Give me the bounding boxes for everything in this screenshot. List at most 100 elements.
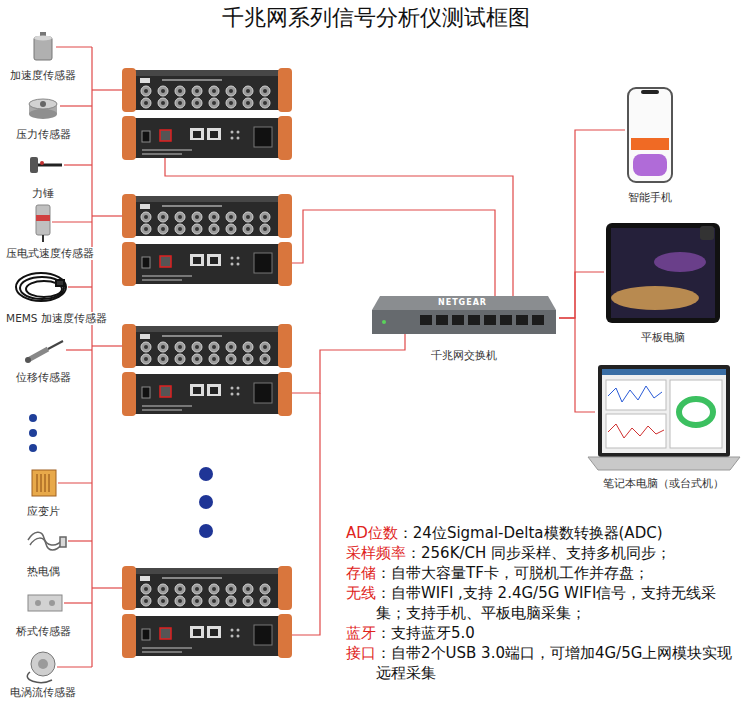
sensor-box: 加速度传感器: [7, 30, 79, 82]
sensor-bus: [64, 164, 92, 165]
spec-value: ：24位Sigmal-Delta模数转换器(ADC): [398, 523, 746, 543]
sensor-bus: [92, 89, 122, 90]
strain-gauge-icon: [37, 474, 38, 492]
spec-key: 采样频率: [346, 543, 406, 563]
velocity-sensor-icon: [42, 235, 44, 242]
analyzer-units: [122, 372, 292, 416]
sensor-bus: [68, 540, 92, 541]
mems-sensor-icon: [56, 280, 64, 286]
tablet-icon: [654, 252, 706, 272]
switch-icon: [484, 315, 496, 325]
analyzer-units: [122, 68, 292, 112]
sensor-box: 压电式速度传感器: [3, 204, 97, 260]
switch-icon: [452, 315, 464, 325]
sensor-bus: [58, 482, 92, 483]
spec-row: 采样频率：256K/CH 同步采样、支持多机同步；: [346, 543, 746, 563]
spec-row: 无线：自带WIFI ,支持 2.4G/5G WIFI信号，支持无线采集；支持手机…: [346, 583, 746, 623]
mems-sensor-icon: [20, 277, 64, 299]
ellipsis-dots: [29, 429, 37, 437]
sensor-box: 桥式传感器: [13, 590, 74, 638]
spec-row: 蓝牙：支持蓝牙5.0: [346, 623, 746, 643]
brand-label: NETGEAR: [438, 298, 487, 308]
sensor-bus: [68, 286, 92, 287]
velocity-sensor-icon: [36, 205, 50, 235]
phone-icon: [641, 90, 659, 94]
pressure-sensor-icon: [29, 109, 57, 119]
bridge-sensor-icon: [49, 600, 55, 606]
spec-key: 蓝牙: [346, 623, 376, 643]
displacement-sensor-icon: [25, 357, 31, 363]
analyzer-units: [122, 194, 292, 238]
sensor-bus: [56, 46, 92, 47]
force-hammer-icon: [30, 157, 62, 173]
laptop-icon: [608, 424, 664, 438]
laptop-icon: [588, 365, 740, 470]
sensor-bus: [92, 215, 122, 216]
laptop-icon: [608, 386, 662, 402]
analyzer-units: [122, 324, 292, 368]
displacement-sensor-icon: [48, 341, 63, 349]
node-label: 压力传感器: [15, 128, 72, 141]
thermocouple-icon: [30, 538, 62, 550]
laptop-icon: [670, 380, 722, 448]
phone-icon: [628, 88, 672, 182]
switch-icon: [500, 315, 512, 325]
analyzer-units: [122, 116, 292, 160]
eddy-sensor-icon: [38, 659, 48, 669]
spec-value: ：支持蓝牙5.0: [376, 623, 746, 643]
spec-value: ：自带2个USB 3.0端口，可增加4G/5G上网模块实现远程采集: [376, 643, 746, 683]
device-box: 平板电脑: [604, 220, 722, 344]
switch-icon: [532, 315, 544, 325]
tablet-icon: [611, 228, 715, 318]
phone-icon: [633, 154, 667, 176]
velocity-sensor-icon: [36, 205, 50, 242]
spec-key: 存储: [346, 563, 376, 583]
strain-gauge-icon: [41, 474, 42, 492]
switch-icon: [382, 320, 386, 324]
sensor-bus: [57, 666, 92, 667]
connector-line: [559, 318, 595, 412]
pressure-sensor-icon: [29, 99, 57, 119]
bridge-sensor-icon: [28, 595, 62, 611]
laptop-icon: [606, 414, 666, 448]
velocity-sensor-icon: [36, 215, 50, 221]
tablet-icon: [606, 223, 720, 323]
node-label: 平板电脑: [640, 331, 686, 344]
sensor-bus: [91, 47, 92, 667]
network-wires: [292, 334, 405, 393]
mems-sensor-icon: [16, 273, 66, 301]
spec-key: 无线: [346, 583, 376, 623]
switch-icon: [436, 315, 448, 325]
spec-value: ：256K/CH 同步采样、支持多机同步；: [406, 543, 746, 563]
eddy-sensor-icon: [27, 652, 55, 682]
sensor-bus: [92, 345, 122, 346]
switch-icon: [420, 315, 432, 325]
bridge-sensor-icon: [35, 600, 41, 606]
laptop-icon: [679, 399, 713, 425]
sensor-box: 压力传感器: [13, 92, 74, 141]
laptop-icon: [606, 380, 666, 410]
tablet-icon: [606, 223, 720, 323]
laptop-icon: [602, 369, 726, 453]
ellipsis-dots: [29, 444, 37, 452]
switch-icon: [372, 296, 556, 334]
sensor-bus: [92, 587, 122, 588]
switch-icon: [516, 315, 528, 325]
pressure-sensor-icon: [40, 101, 46, 107]
network-wires: [292, 210, 495, 297]
displacement-sensor-icon: [28, 349, 48, 360]
switch-icon: [372, 296, 556, 310]
tablet-icon: [700, 226, 714, 240]
ellipsis-dots: [199, 467, 213, 481]
thermocouple-icon: [28, 532, 66, 550]
analyzer-units: [122, 68, 292, 658]
eddy-sensor-icon: [31, 652, 55, 676]
strain-gauge-icon: [32, 470, 56, 496]
spec-key: 接口: [346, 643, 376, 683]
force-hammer-icon: [40, 161, 44, 165]
sensor-bus: [66, 349, 92, 350]
strain-gauge-icon: [37, 474, 49, 492]
ellipsis-dots: [199, 467, 213, 538]
spec-row: AD位数：24位Sigmal-Delta模数转换器(ADC): [346, 523, 746, 543]
analyzer-units: [122, 614, 292, 658]
